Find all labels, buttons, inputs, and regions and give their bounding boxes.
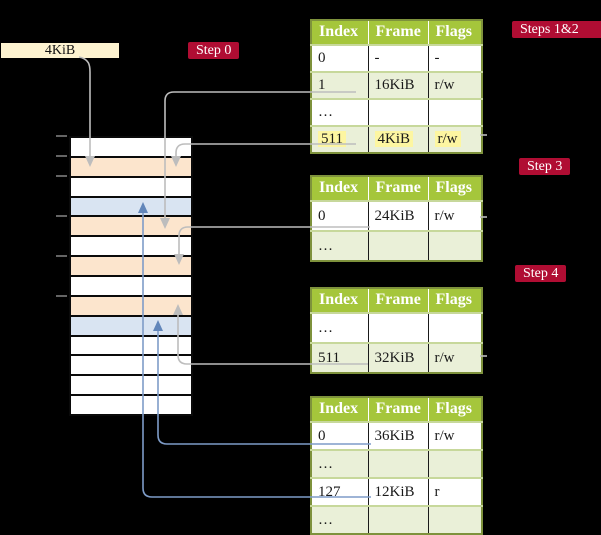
column-header-frame: Frame — [367, 20, 428, 45]
cell: 0 — [311, 200, 368, 231]
cell: 0 — [311, 44, 368, 72]
badge-step-0: Step 0 — [188, 42, 240, 59]
memory-row-12-free — [71, 356, 191, 377]
column-header-flags: Flags — [427, 176, 482, 201]
badge-step-4: Step 4 — [515, 265, 567, 282]
cell — [427, 98, 482, 126]
cell: 16KiB — [367, 71, 428, 99]
table-row-…: … — [311, 312, 482, 343]
cell: - — [427, 44, 482, 72]
table-row-…: … — [311, 230, 482, 261]
cell: 32KiB — [367, 342, 428, 373]
cell: r/w — [427, 71, 482, 99]
cell: … — [311, 230, 368, 261]
table-row-0: 0-- — [311, 44, 482, 72]
cell: … — [311, 505, 368, 534]
cell — [367, 98, 428, 126]
memory-row-2-table — [71, 157, 191, 178]
memory-row-14-free — [71, 396, 191, 415]
highlighted-value: 4KiB — [374, 131, 414, 147]
highlighted-value: r/w — [434, 131, 461, 147]
memory-row-9-table — [71, 296, 191, 317]
memory-row-4-mapped — [71, 197, 191, 218]
badge-step-3: Step 3 — [519, 158, 571, 175]
cell: … — [311, 449, 368, 478]
memory-row-11-free — [71, 336, 191, 357]
column-header-index: Index — [311, 176, 368, 201]
cell: 24KiB — [367, 200, 428, 231]
column-header-flags: Flags — [427, 20, 482, 45]
cell: r/w — [427, 421, 482, 450]
cell — [367, 505, 428, 534]
memory-row-10-mapped — [71, 316, 191, 337]
cell: 511 — [311, 342, 368, 373]
column-header-frame: Frame — [367, 397, 428, 422]
cell: 511 — [311, 125, 368, 153]
memory-ticks — [56, 135, 67, 297]
cell — [427, 449, 482, 478]
cell — [427, 312, 482, 343]
badge-steps-1-2: Steps 1&2 — [512, 21, 601, 38]
memory-row-13-free — [71, 376, 191, 397]
memory-row-1-free — [71, 138, 191, 158]
cell: 1 — [311, 71, 368, 99]
memory-row-7-table — [71, 257, 191, 278]
column-header-flags: Flags — [427, 397, 482, 422]
cell: 12KiB — [367, 477, 428, 506]
cell: … — [311, 312, 368, 343]
memory-row-8-free — [71, 277, 191, 297]
table-row-…: … — [311, 98, 482, 126]
column-header-index: Index — [311, 397, 368, 422]
memory-row-6-free — [71, 237, 191, 258]
column-header-frame: Frame — [367, 176, 428, 201]
column-header-frame: Frame — [367, 288, 428, 313]
page-size-label: 4KiB — [1, 43, 119, 58]
cell — [367, 230, 428, 261]
cell: 4KiB — [367, 125, 428, 153]
cell — [367, 312, 428, 343]
cell: r/w — [427, 342, 482, 373]
column-header-index: Index — [311, 20, 368, 45]
cell: 36KiB — [367, 421, 428, 450]
table-row-…: … — [311, 449, 482, 478]
cell: 127 — [311, 477, 368, 506]
cell — [427, 230, 482, 261]
cell — [427, 505, 482, 534]
cell: r — [427, 477, 482, 506]
table-row-511: 511 4KiB r/w — [311, 125, 482, 153]
cell: … — [311, 98, 368, 126]
memory-row-5-table — [71, 217, 191, 238]
cell: r/w — [427, 125, 482, 153]
cell — [367, 449, 428, 478]
column-header-flags: Flags — [427, 288, 482, 313]
table-row-…: … — [311, 505, 482, 534]
cell: - — [367, 44, 428, 72]
memory-row-3-free — [71, 177, 191, 198]
cell: 0 — [311, 421, 368, 450]
physical-memory — [69, 136, 193, 416]
cell: r/w — [427, 200, 482, 231]
highlighted-value: 511 — [318, 131, 346, 147]
column-header-index: Index — [311, 288, 368, 313]
